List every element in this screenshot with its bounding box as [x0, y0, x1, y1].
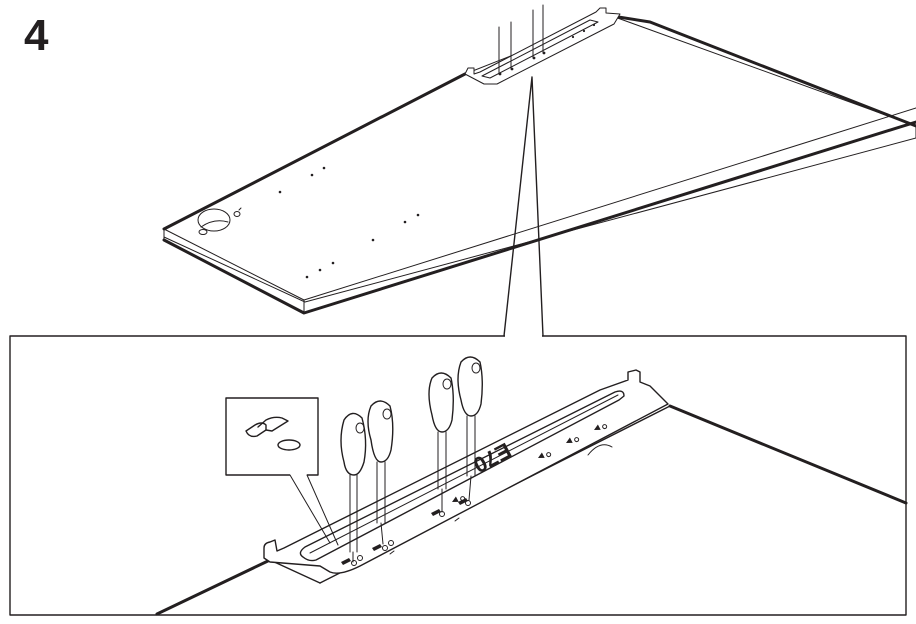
cap-inset	[225, 397, 339, 546]
screwdriver-4	[457, 356, 483, 501]
callout-lines	[503, 76, 544, 337]
plastic-cap-icon	[245, 422, 267, 438]
step-number: 4	[24, 11, 49, 60]
screwdriver-1	[340, 412, 367, 563]
screwdriver-2	[367, 400, 394, 545]
arrow-markers	[452, 424, 608, 502]
screwdriver-3	[428, 372, 454, 513]
tabletop-panel	[162, 14, 916, 315]
detail-box: E70	[9, 334, 908, 616]
hole-icon	[277, 439, 301, 451]
screwdriver-shafts-overview	[498, 4, 544, 75]
bracket-detail	[263, 369, 669, 574]
